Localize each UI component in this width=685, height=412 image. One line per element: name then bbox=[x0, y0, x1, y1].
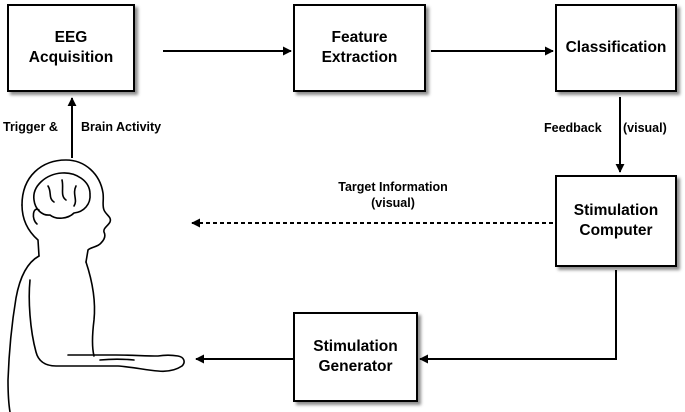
person-front bbox=[85, 261, 96, 357]
eeg-acquisition-line-1: EEG bbox=[54, 29, 88, 46]
stimulation-computer-box: Stimulation Computer bbox=[555, 175, 677, 267]
classification-line-1: Classification bbox=[565, 39, 667, 56]
classification-box: Classification bbox=[555, 4, 677, 92]
eeg-acquisition-line-2: Acquisition bbox=[28, 49, 114, 66]
arrow-computer-to-generator bbox=[419, 270, 617, 364]
stimulation-computer-line-2: Computer bbox=[579, 222, 653, 239]
feature-extraction-line-1: Feature bbox=[331, 29, 388, 46]
feature-extraction-box: Feature Extraction bbox=[293, 4, 426, 92]
stimulation-generator-box: Stimulation Generator bbox=[293, 312, 418, 402]
stimulation-computer-line-1: Stimulation bbox=[573, 202, 659, 219]
eeg-acquisition-box: EEG Acquisition bbox=[7, 4, 135, 92]
person-back bbox=[7, 255, 40, 412]
brain-activity-label: Brain Activity bbox=[81, 120, 162, 134]
person-illustration bbox=[7, 159, 185, 412]
brain-icon bbox=[33, 172, 91, 219]
target-information-line-1: Target Information bbox=[338, 180, 448, 194]
feature-extraction-line-2: Extraction bbox=[321, 49, 398, 66]
feedback-label: Feedback bbox=[544, 121, 602, 135]
stimulation-generator-line-2: Generator bbox=[318, 358, 393, 375]
person-arm bbox=[28, 279, 185, 373]
person-head bbox=[21, 159, 112, 263]
trigger-label: Trigger & bbox=[3, 120, 58, 134]
feedback-visual-label: (visual) bbox=[623, 121, 667, 135]
stimulation-generator-line-1: Stimulation bbox=[313, 338, 398, 355]
target-information-label: Target Information (visual) bbox=[318, 179, 468, 211]
person-ear bbox=[32, 208, 40, 225]
target-information-line-2: (visual) bbox=[371, 196, 415, 210]
